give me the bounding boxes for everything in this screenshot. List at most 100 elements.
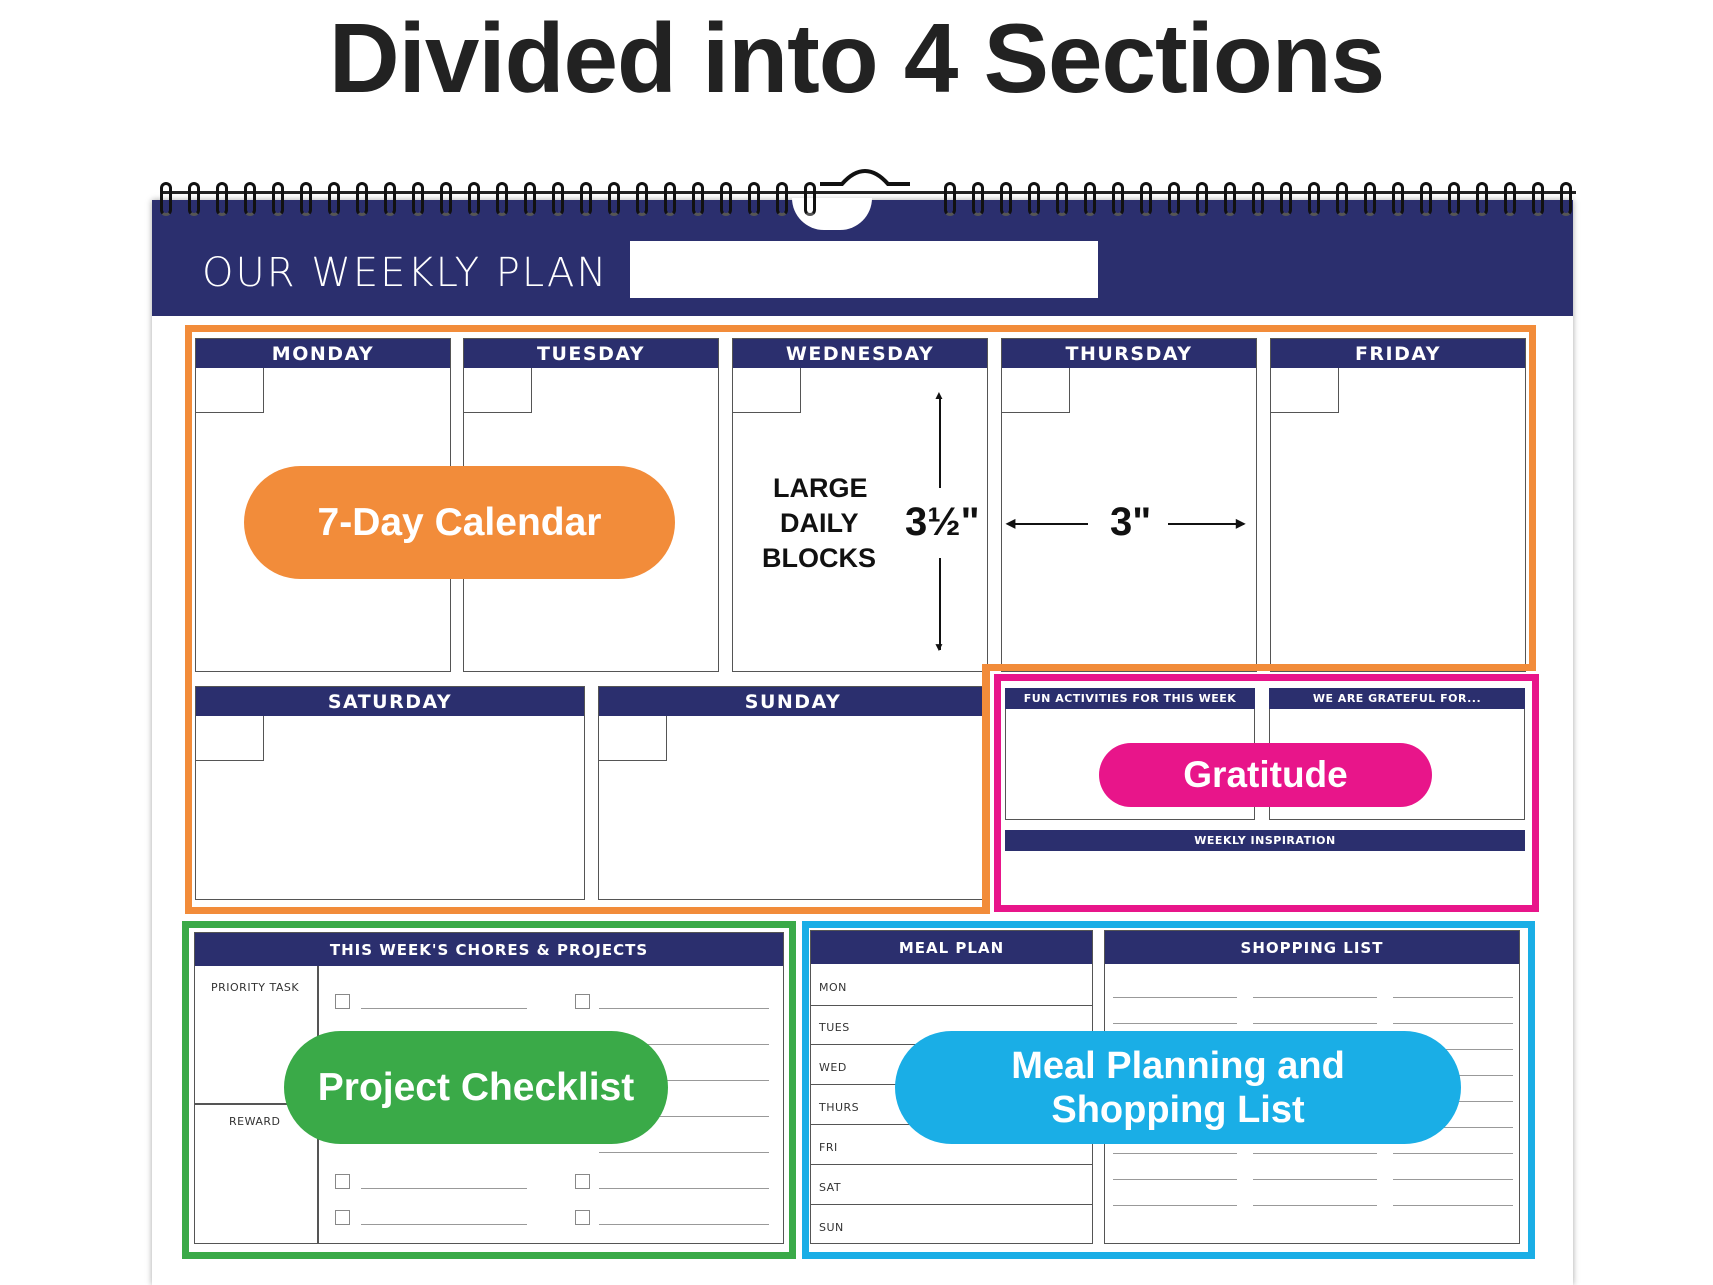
spiral-ring (1504, 182, 1516, 216)
task-line (599, 1152, 769, 1153)
meal-day-label: FRI (819, 1141, 838, 1154)
spiral-ring (636, 182, 648, 216)
task-line (599, 1044, 769, 1045)
spiral-ring (1196, 182, 1208, 216)
checklist-section-pill: Project Checklist (284, 1031, 668, 1144)
date-box (599, 716, 667, 761)
spiral-ring (496, 182, 508, 216)
chores-header: THIS WEEK'S CHORES & PROJECTS (195, 933, 783, 966)
day-name: WEDNESDAY (733, 339, 987, 368)
task-checkbox[interactable] (575, 1174, 590, 1189)
headline: Divided into 4 Sections (328, 3, 1385, 113)
task-line (361, 1224, 527, 1225)
shopping-line (1393, 997, 1513, 998)
task-checkbox[interactable] (335, 994, 350, 1009)
chores-panel: THIS WEEK'S CHORES & PROJECTS PRIORITY T… (194, 932, 784, 1244)
shopping-line (1113, 1023, 1237, 1024)
meal-row-line (811, 1005, 1092, 1006)
shopping-line (1393, 1023, 1513, 1024)
day-name: FRIDAY (1271, 339, 1525, 368)
spiral-ring (1084, 182, 1096, 216)
shopping-line (1393, 1127, 1513, 1128)
spiral-ring (272, 182, 284, 216)
arrow-left-icon: ◀ (1006, 516, 1016, 530)
calendar-title: OUR WEEKLY PLAN (202, 250, 609, 296)
width-arrow-left (1012, 523, 1088, 525)
fun-activities-header: FUN ACTIVITIES FOR THIS WEEK (1005, 688, 1255, 709)
meal-row-line (811, 1204, 1092, 1205)
shopping-line (1253, 1179, 1377, 1180)
spiral-ring (804, 182, 816, 216)
date-box (196, 368, 264, 413)
shopping-line (1113, 1205, 1237, 1206)
meal-day-label: SAT (819, 1181, 842, 1194)
spiral-ring (524, 182, 536, 216)
shopping-line (1253, 1023, 1377, 1024)
spiral-ring (1336, 182, 1348, 216)
width-measure: 3" (1110, 500, 1152, 544)
task-line (599, 1080, 769, 1081)
spiral-ring (1448, 182, 1460, 216)
task-line (599, 1008, 769, 1009)
day-block-wednesday: WEDNESDAY (732, 338, 988, 672)
shopping-line (1393, 1049, 1513, 1050)
arrow-up-icon: ▲ (933, 388, 945, 402)
shopping-line (1393, 1205, 1513, 1206)
spiral-ring (384, 182, 396, 216)
spiral-ring (1028, 182, 1040, 216)
spiral-ring (944, 182, 956, 216)
chores-divider-horizontal (195, 1103, 317, 1105)
spiral-ring (1168, 182, 1180, 216)
calendar-section-frame (185, 325, 1536, 670)
date-box (464, 368, 532, 413)
calendar-section-pill: 7-Day Calendar (244, 466, 675, 579)
spiral-ring (328, 182, 340, 216)
meal-day-label: MON (819, 981, 847, 994)
arrow-down-icon: ▼ (933, 640, 945, 654)
shopping-line (1253, 1153, 1377, 1154)
height-arrow-up (939, 396, 941, 488)
meal-section-pill: Meal Planning and Shopping List (895, 1031, 1461, 1144)
spiral-ring (1560, 182, 1572, 216)
block-note-line-1: LARGE (773, 473, 868, 503)
task-line (361, 1008, 527, 1009)
spiral-wire (160, 191, 1576, 194)
task-checkbox[interactable] (335, 1174, 350, 1189)
grateful-header: WE ARE GRATEFUL FOR... (1269, 688, 1525, 709)
date-box (1271, 368, 1339, 413)
spiral-ring (720, 182, 732, 216)
reward-label: REWARD (229, 1115, 281, 1128)
spiral-ring (608, 182, 620, 216)
task-checkbox[interactable] (575, 1210, 590, 1225)
spiral-ring (160, 182, 172, 216)
spiral-ring (776, 182, 788, 216)
spiral-ring (1420, 182, 1432, 216)
meal-day-label: SUN (819, 1221, 844, 1234)
spiral-ring (440, 182, 452, 216)
day-name: MONDAY (196, 339, 450, 368)
task-line (599, 1188, 769, 1189)
spiral-ring (1252, 182, 1264, 216)
date-box (196, 716, 264, 761)
meal-plan-panel: MEAL PLAN MON TUES WED THURS FRI SAT SUN (810, 930, 1093, 1244)
meal-plan-header: MEAL PLAN (811, 931, 1092, 964)
day-block-friday: FRIDAY (1270, 338, 1526, 672)
spiral-ring (1224, 182, 1236, 216)
spiral-binding (160, 175, 1576, 220)
spiral-ring (580, 182, 592, 216)
task-checkbox[interactable] (575, 994, 590, 1009)
task-checkbox[interactable] (335, 1210, 350, 1225)
shopping-list-header: SHOPPING LIST (1105, 931, 1519, 964)
shopping-list-panel: SHOPPING LIST (1104, 930, 1520, 1244)
spiral-ring (1000, 182, 1012, 216)
spiral-ring (1308, 182, 1320, 216)
month-write-box (630, 241, 1098, 298)
date-box (1002, 368, 1070, 413)
spiral-ring (1532, 182, 1544, 216)
day-block-saturday: SATURDAY (195, 686, 585, 900)
spiral-ring (300, 182, 312, 216)
inspiration-header: WEEKLY INSPIRATION (1005, 830, 1525, 851)
width-arrow-right (1168, 523, 1244, 525)
meal-day-label: WED (819, 1061, 847, 1074)
task-line (599, 1116, 769, 1117)
